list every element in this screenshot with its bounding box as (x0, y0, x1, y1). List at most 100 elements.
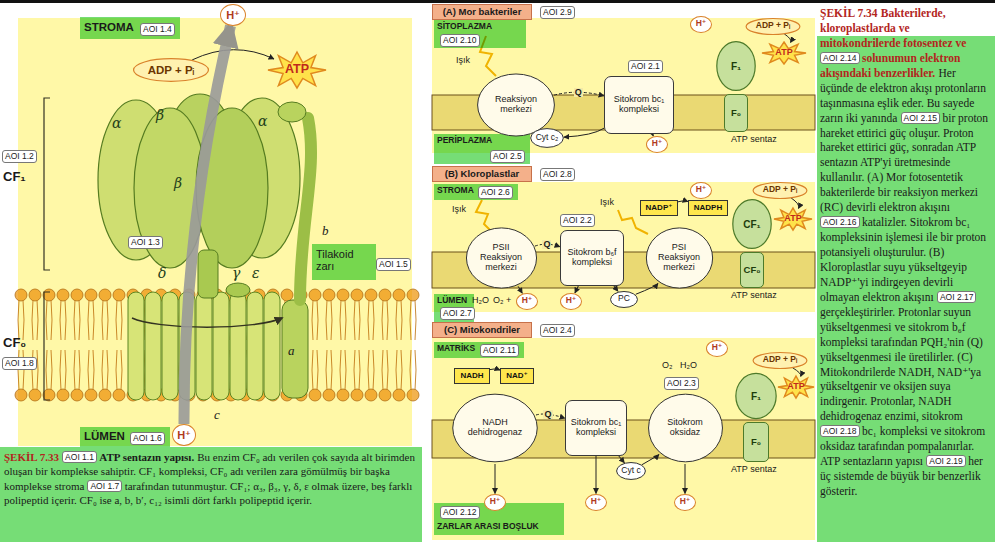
f1-head: F₁ (735, 372, 777, 420)
node-text: H⁺ (566, 296, 577, 305)
caption-title: ATP sentazın yapısı. (99, 451, 194, 463)
proton-flow-arrow (184, 26, 231, 424)
node-text: (C) Mitokondriler (444, 325, 520, 335)
node-text-group: PSI Reaksiyon merkezi (654, 243, 704, 273)
node-text-group: F₀ (751, 437, 761, 447)
node-text: NAD⁺ (506, 372, 528, 381)
edge-label: Q (542, 240, 551, 249)
aoi-tag: AOI 2.15 (901, 112, 941, 124)
aoi-highlight (434, 184, 518, 200)
note-label: H₂O (680, 361, 697, 371)
region-label: ZARLAR ARASI BOŞLUK (437, 522, 539, 531)
aoi-highlight (80, 17, 180, 39)
aoi-highlight (817, 36, 995, 542)
cofactor-box: NADH (454, 368, 490, 384)
shape-outline (733, 200, 771, 249)
node-text: H⁺ (712, 343, 723, 352)
aoi-tag: AOI 2.4 (540, 324, 575, 337)
carrier-ellipse: PC (610, 291, 638, 308)
node-text-group: NAD⁺ (506, 372, 528, 381)
proton-circle: H⁺ (690, 182, 712, 199)
subunit-label: γ (232, 266, 240, 281)
node-text-group: H⁺ (652, 139, 663, 148)
flow-arrow (636, 283, 658, 294)
node-text: H⁺ (591, 497, 602, 506)
aoi-tag: AOI 2.14 (820, 52, 860, 64)
flow-arrow (792, 368, 800, 377)
node-text: H⁺ (652, 139, 663, 148)
note-label: ATP sentaz (731, 465, 777, 475)
node-text-group: ADP + Pᵢ (763, 185, 797, 194)
shape-outline (746, 18, 800, 34)
aoi-tag: AOI 1.7 (87, 480, 122, 492)
node-text: NADH (460, 372, 483, 381)
node-text-group: Sitokrom bc₁ kompleksi (608, 95, 670, 115)
caption-text: bir proton hareket ettirici güç oluşur. … (820, 112, 988, 214)
region-label: LÜMEN (437, 296, 467, 305)
atp-star: ATP (268, 52, 326, 88)
flow-arrow (575, 286, 578, 293)
note-label: Işık (600, 198, 614, 208)
note-label: H₂O (472, 296, 489, 306)
node-text: PSI Reaksiyon merkezi (654, 243, 704, 273)
node-text: H⁺ (696, 19, 707, 28)
aoi-highlight (434, 20, 526, 48)
complex-ellipse: Sitokrom oksidaz (647, 392, 724, 464)
node-text: ADP + Pᵢ (763, 355, 797, 364)
subunit-label: α (112, 116, 121, 131)
node-text: H⁺ (680, 497, 691, 506)
aoi-highlight (432, 182, 815, 312)
complex-box: Sitokrom bc₁ kompleksi (604, 76, 674, 134)
shape-outline (531, 129, 564, 148)
complex-ellipse: NADH dehidrogenaz (451, 392, 539, 464)
note-label: ATP sentaz (731, 135, 777, 145)
node-text-group: ADP + Pᵢ (148, 64, 194, 77)
node-text: F₀ (731, 108, 741, 118)
subunit-label: b (322, 224, 329, 238)
node-text: Cyt c₂ (536, 133, 559, 142)
node-text-group: ATP (787, 382, 804, 392)
shape-outline (753, 352, 807, 368)
node-text-group: F₀ (731, 108, 741, 118)
aoi-highlight (312, 244, 376, 280)
node-text-group: H⁺ (712, 343, 723, 352)
caption-text: katalizler. Sitokrom bc₁ kompleksinin iş… (820, 216, 986, 303)
flow-arrow (518, 286, 522, 293)
cofactor-box: NAD⁺ (500, 368, 534, 384)
node-text: H⁺ (177, 429, 191, 441)
note-label: O₂ + (493, 296, 511, 306)
cofactor-box: NADPH (688, 200, 728, 216)
node-text: (A) Mor bakteriler (443, 7, 522, 17)
shape-outline (466, 228, 536, 288)
subunit-label: α (258, 114, 267, 129)
shape-outline (617, 463, 646, 480)
caption-block: ŞEKİL 7.34Bakterilerde, kloroplastlarda … (820, 6, 991, 538)
aoi-tag: AOI 2.11 (480, 344, 519, 357)
cofactor-box: NADP⁺ (640, 200, 678, 216)
node-text-group: ATP (784, 214, 801, 224)
node-text-group: ATP (285, 63, 309, 77)
node-text-group: ADP + Pᵢ (763, 355, 797, 364)
aoi-tag: AOI 2.17 (937, 291, 977, 303)
node-text: NADPH (694, 204, 722, 213)
f1-head: F₁ (716, 40, 756, 92)
complex-label: CF₀ (3, 336, 26, 350)
node-text-group: NADH dehidrogenaz (463, 418, 527, 438)
aoi-tag: AOI 2.2 (560, 214, 595, 227)
panel-header: (C) Mitokondriler (432, 322, 532, 338)
node-text-group: ATP (775, 48, 792, 58)
figure-number: ŞEKİL 7.33 (4, 451, 59, 463)
aoi-tag: AOI 1.6 (130, 432, 165, 445)
shape-outline (778, 376, 814, 398)
flow-arrow (614, 286, 618, 291)
flow-arrow (192, 50, 274, 60)
node-text-group: (A) Mor bakteriler (443, 7, 522, 17)
note-label: ATP sentaz (731, 291, 777, 301)
aoi-tag: AOI 2.19 (926, 455, 966, 467)
node-text-group: Sitokrom b₆f kompleksi (564, 248, 620, 268)
proton-circle: H⁺ (706, 340, 728, 357)
node-text-group: H⁺ (522, 296, 533, 305)
node-text: ATP (787, 382, 804, 392)
complex-ellipse: Reaksiyon merkezi (476, 72, 556, 138)
flow-arrow (784, 34, 791, 43)
